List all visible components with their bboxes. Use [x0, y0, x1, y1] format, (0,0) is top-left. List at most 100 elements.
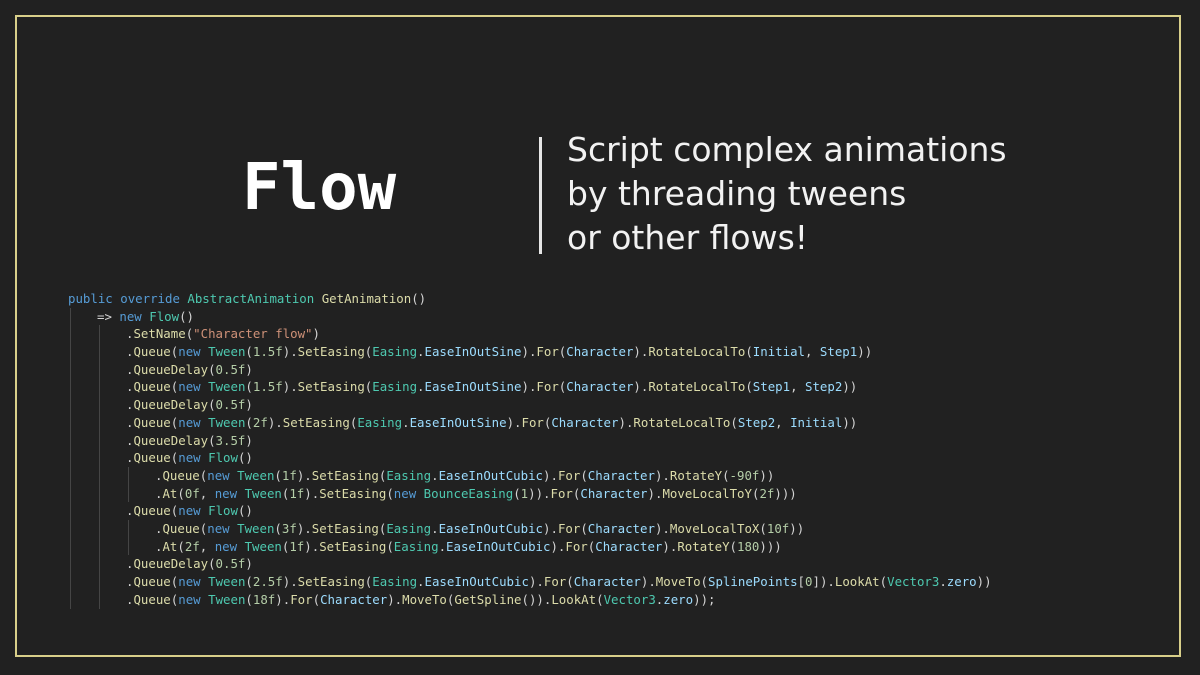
- code-token: SetEasing: [297, 379, 365, 395]
- code-token: ).: [654, 467, 670, 483]
- code-token: MoveLocalToX: [669, 520, 760, 536]
- code-token: QueueDelay: [133, 397, 209, 413]
- code-token: new: [178, 503, 201, 519]
- code-token: (: [199, 520, 208, 536]
- code-line: .Queue(new Tween(1.5f).SetEasing(Easing.…: [68, 343, 992, 361]
- vertical-divider: [539, 137, 542, 254]
- code-token: [230, 468, 237, 483]
- code-token: (: [281, 538, 290, 554]
- code-token: .: [126, 450, 134, 466]
- code-token: .: [402, 414, 410, 430]
- code-line: public override AbstractAnimation GetAni…: [68, 290, 992, 308]
- code-token: Flow: [208, 503, 238, 519]
- code-token: )): [842, 414, 858, 430]
- code-token: new: [207, 520, 230, 536]
- code-token: .: [417, 379, 425, 395]
- code-token: ).: [304, 538, 320, 554]
- code-token: Easing: [372, 344, 418, 360]
- code-token: EaseInOutCubic: [424, 574, 529, 589]
- code-token: SetEasing: [319, 538, 387, 554]
- code-token: ).: [654, 520, 670, 536]
- code-token: .: [126, 574, 134, 589]
- code-token: Tween: [208, 344, 246, 360]
- code-token: 1f: [289, 538, 305, 554]
- code-token: [201, 379, 208, 394]
- code-token: .: [126, 591, 134, 607]
- code-token: Queue: [133, 574, 171, 589]
- code-line: .SetName("Character flow"): [68, 325, 992, 343]
- code-token: GetAnimation: [321, 291, 412, 306]
- code-token: (: [185, 326, 194, 342]
- code-token: (: [170, 450, 179, 466]
- code-token: )): [759, 467, 775, 483]
- code-token: For: [557, 520, 581, 536]
- code-block: public override AbstractAnimation GetAni…: [68, 290, 992, 609]
- code-token: .: [417, 344, 425, 360]
- code-token: (: [879, 574, 888, 589]
- code-token: 1: [520, 485, 529, 501]
- code-token: (: [751, 485, 760, 501]
- code-token: ).: [647, 485, 663, 501]
- code-token: Queue: [133, 450, 171, 466]
- code-token: Tween: [244, 538, 282, 554]
- code-token: ).: [521, 379, 537, 395]
- code-token: EaseInOutSine: [424, 379, 522, 395]
- code-token: (: [245, 344, 253, 360]
- code-token: ).: [304, 485, 320, 501]
- code-token: (: [170, 503, 179, 519]
- code-token: Queue: [133, 414, 171, 430]
- code-token: Initial: [790, 414, 843, 430]
- code-token: (: [170, 414, 179, 430]
- code-token: (: [745, 344, 753, 360]
- code-token: new: [178, 379, 201, 395]
- code-token: 0f: [184, 485, 200, 501]
- code-token: (: [700, 574, 709, 589]
- code-token: 3f: [281, 520, 297, 536]
- code-token: (: [580, 520, 588, 536]
- code-token: (: [759, 520, 767, 536]
- code-token: ).: [282, 574, 298, 589]
- code-line: .QueueDelay(0.5f): [68, 555, 992, 573]
- code-token: [201, 344, 208, 359]
- code-token: (: [170, 344, 179, 360]
- code-token: Queue: [133, 503, 171, 519]
- code-token: ).: [543, 467, 558, 483]
- code-line: .Queue(new Tween(3f).SetEasing(Easing.Ea…: [68, 520, 992, 538]
- code-token: RotateLocalTo: [648, 379, 746, 395]
- code-token: =>: [97, 308, 120, 324]
- code-token: [230, 521, 237, 536]
- code-token: RotateY: [669, 467, 723, 483]
- code-token: new: [178, 574, 201, 589]
- code-token: [237, 486, 244, 501]
- code-token: Easing: [372, 379, 418, 395]
- code-token: ).: [521, 344, 537, 360]
- code-token: .: [126, 326, 134, 342]
- code-token: ): [245, 556, 253, 572]
- code-token: Tween: [237, 467, 275, 483]
- code-token: )): [842, 379, 858, 395]
- code-token: (: [378, 520, 387, 536]
- code-token: (: [245, 379, 253, 395]
- code-token: (: [208, 361, 216, 377]
- code-token: 18f: [252, 591, 276, 607]
- code-token: ).: [662, 538, 678, 554]
- code-token: 180: [737, 538, 760, 554]
- code-token: EaseInOutCubic: [438, 520, 544, 536]
- code-token: Character: [320, 591, 388, 607]
- code-token: .: [155, 538, 163, 554]
- code-token: Flow: [208, 450, 238, 466]
- code-token: SetEasing: [319, 485, 387, 501]
- code-line: .Queue(new Flow(): [68, 449, 992, 467]
- code-token: RotateLocalTo: [648, 344, 746, 360]
- code-token: (: [364, 574, 373, 589]
- code-token: ).: [387, 591, 403, 607]
- code-token: new: [214, 485, 238, 501]
- code-token: (: [245, 574, 253, 589]
- code-token: EaseInOutCubic: [438, 467, 544, 483]
- code-token: For: [536, 344, 559, 360]
- code-token: Character: [580, 485, 648, 501]
- code-token: GetSpline: [454, 591, 522, 607]
- code-token: (: [566, 574, 574, 589]
- code-token: )).: [528, 485, 551, 501]
- code-token: ()).: [521, 591, 552, 607]
